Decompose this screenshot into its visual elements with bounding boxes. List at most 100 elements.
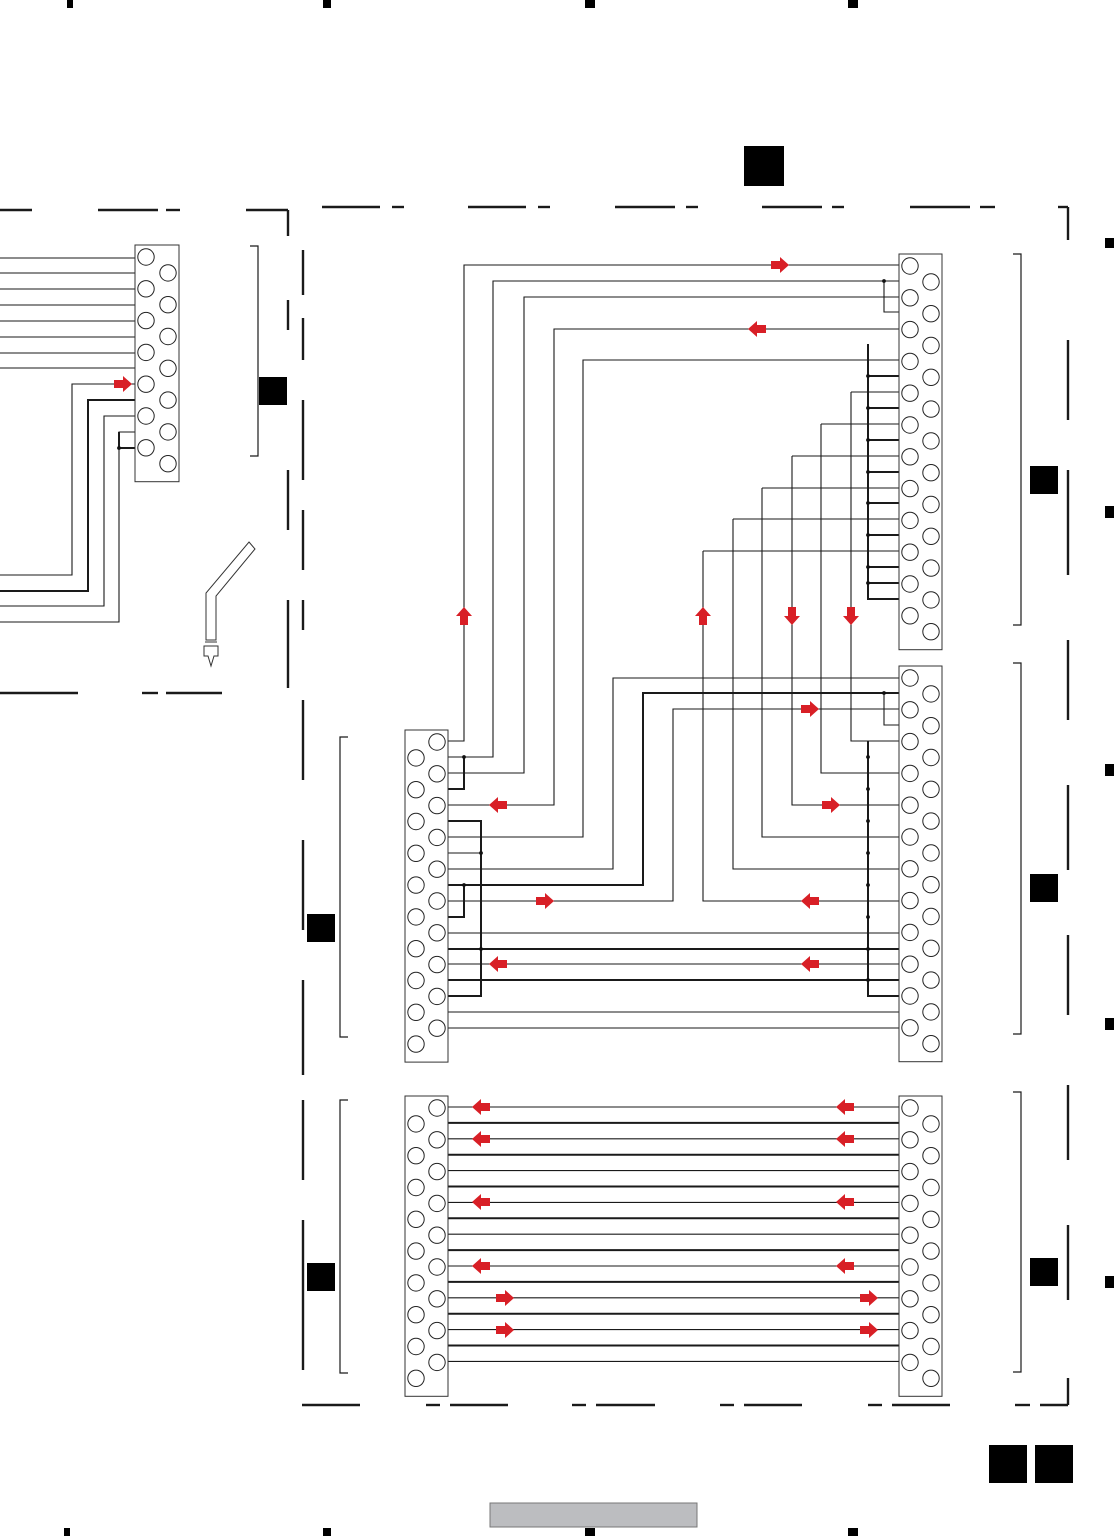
connector-pin: [138, 312, 154, 328]
registration-mark: [323, 0, 331, 8]
label-block: [989, 1445, 1027, 1483]
connector-pin: [902, 861, 918, 877]
connector-pin: [923, 337, 939, 353]
lower-left-connector: [405, 1096, 448, 1396]
registration-mark: [848, 1528, 858, 1536]
signal-arrow-icon: [822, 797, 840, 813]
connector-pin: [923, 686, 939, 702]
connector-pin: [138, 281, 154, 297]
connector-pin: [429, 1100, 445, 1116]
signal-arrow-icon: [836, 1099, 854, 1115]
connector-pin: [429, 1354, 445, 1370]
junction-dot: [866, 947, 870, 951]
connector-pin: [902, 670, 918, 686]
connector-pin: [408, 750, 424, 766]
connector-pin: [923, 1211, 939, 1227]
junction-dot: [882, 691, 886, 695]
connector-pin: [902, 385, 918, 401]
signal-arrow-icon: [472, 1131, 490, 1147]
connector-pin: [923, 496, 939, 512]
connector-pin: [902, 321, 918, 337]
junction-dot: [866, 851, 870, 855]
connector-pin: [429, 861, 445, 877]
connector-pin: [160, 424, 176, 440]
wire: [0, 400, 135, 591]
connector-pin: [923, 1148, 939, 1164]
connector-pin: [408, 1275, 424, 1291]
signal-arrow-icon: [496, 1290, 514, 1306]
connector-pin: [408, 813, 424, 829]
connector-pin: [429, 1132, 445, 1148]
junction-dot: [462, 755, 466, 759]
connector-pin: [902, 1291, 918, 1307]
connector-pin: [429, 1020, 445, 1036]
connector-pin: [138, 344, 154, 360]
signal-arrow-icon: [843, 607, 859, 625]
label-block: [1035, 1445, 1073, 1483]
connector-pin: [429, 829, 445, 845]
registration-marks: [64, 0, 1114, 1536]
connector-pin: [408, 1370, 424, 1386]
connector-pin: [138, 249, 154, 265]
top-left-connector: [135, 245, 179, 482]
connector-pin: [408, 1004, 424, 1020]
connector-pin: [902, 733, 918, 749]
connector-pin: [902, 1100, 918, 1116]
registration-mark: [848, 0, 858, 8]
wire: [448, 297, 899, 773]
connector-pin: [138, 440, 154, 456]
connector-pin: [160, 328, 176, 344]
registration-mark: [1105, 1018, 1114, 1030]
signal-arrow-icon: [472, 1258, 490, 1274]
connector-pin: [429, 925, 445, 941]
signal-arrow-icon: [536, 893, 554, 909]
footer-bar: [490, 1503, 697, 1527]
connector-pin: [408, 1243, 424, 1259]
connector-pin: [902, 417, 918, 433]
label-block: [259, 377, 287, 405]
signal-arrow-icon: [472, 1099, 490, 1115]
wire: [703, 551, 899, 901]
junction-dot: [866, 755, 870, 759]
registration-mark: [1105, 506, 1114, 518]
signal-arrow-icon: [801, 893, 819, 909]
label-block: [307, 1263, 335, 1291]
wire: [448, 265, 899, 741]
connector-pin: [408, 877, 424, 893]
label-block: [1030, 874, 1058, 902]
signal-arrow-icon: [771, 257, 789, 273]
junction-dot: [882, 279, 886, 283]
connector-pin: [902, 480, 918, 496]
connector-pin: [902, 449, 918, 465]
connector-pin: [429, 1291, 445, 1307]
junction-dot: [866, 978, 870, 982]
connector-pin: [923, 908, 939, 924]
connector-pin: [408, 1211, 424, 1227]
label-block: [744, 146, 784, 186]
connector-pin: [408, 845, 424, 861]
connector-pin: [923, 528, 939, 544]
connector-pin: [923, 1338, 939, 1354]
connector-pin: [160, 297, 176, 313]
connector-pin: [923, 972, 939, 988]
connector-pin: [923, 749, 939, 765]
connector-pin: [902, 1020, 918, 1036]
connector-pin: [408, 1116, 424, 1132]
wire: [119, 432, 135, 448]
junction-dot: [866, 470, 870, 474]
middle-right-connector: [899, 666, 942, 1062]
junction-dot: [866, 565, 870, 569]
wire: [0, 416, 135, 606]
connector-pin: [923, 1275, 939, 1291]
connector-pin: [408, 941, 424, 957]
connector-pin: [902, 797, 918, 813]
connector-pin: [429, 988, 445, 1004]
connector-pin: [902, 1322, 918, 1338]
signal-arrow-icon: [836, 1258, 854, 1274]
signal-arrow-icon: [784, 607, 800, 625]
connector-pin: [902, 608, 918, 624]
wire: [762, 488, 899, 837]
signal-arrow-icon: [456, 607, 472, 625]
lower-right-connector: [899, 1096, 942, 1396]
